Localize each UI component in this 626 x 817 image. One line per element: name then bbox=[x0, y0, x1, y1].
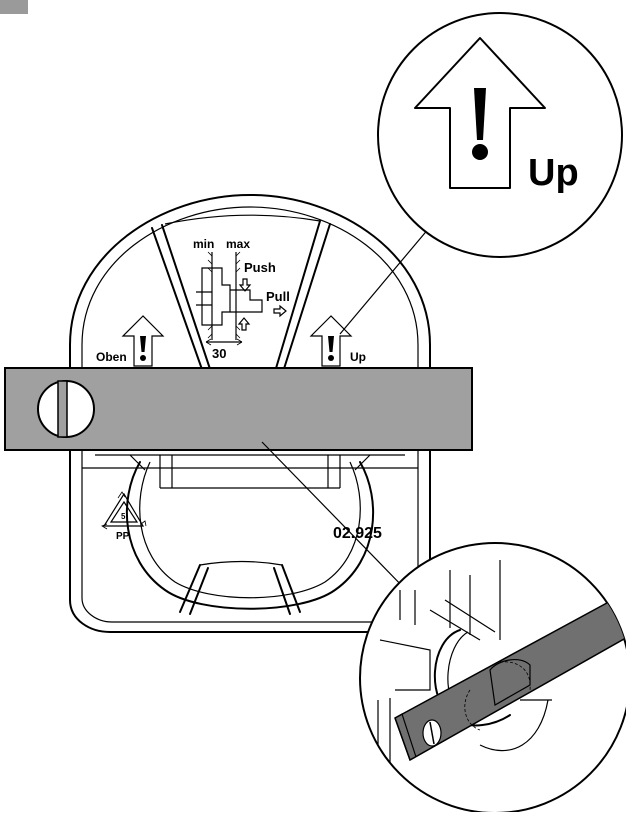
push-arrow-icon bbox=[238, 278, 252, 292]
callout-leader-top bbox=[339, 214, 441, 335]
callout-leader-bottom bbox=[261, 441, 409, 593]
callout-exclamation-icon bbox=[472, 144, 488, 160]
recycle-code: 5 bbox=[121, 512, 126, 521]
hub-outer bbox=[125, 461, 375, 610]
level-bar bbox=[4, 367, 473, 451]
callout-arrow-icon bbox=[414, 37, 546, 189]
pull-label: Pull bbox=[266, 289, 290, 304]
recycle-material: PP bbox=[116, 531, 130, 542]
return-arrow-icon bbox=[237, 317, 251, 331]
left-up-arrow: Oben bbox=[96, 315, 165, 367]
callout-label: Up bbox=[528, 152, 579, 194]
right-arrow-icon bbox=[309, 315, 353, 367]
recycle-icon bbox=[102, 492, 145, 527]
push-pull-gauge: min max Push Pull 30 bbox=[193, 237, 290, 361]
level-bubble-marker bbox=[57, 380, 68, 438]
pin-profile bbox=[201, 267, 231, 326]
max-label: max bbox=[226, 237, 250, 251]
left-arrow-icon bbox=[121, 315, 165, 367]
left-exclamation-icon bbox=[140, 355, 146, 361]
plate-lower-structure bbox=[82, 454, 418, 615]
zoom-detail bbox=[359, 542, 626, 814]
recycling-symbol: 5 PP bbox=[101, 491, 147, 542]
right-exclamation-icon bbox=[328, 355, 334, 361]
up-callout: Up bbox=[377, 12, 623, 258]
pull-arrow-icon bbox=[273, 304, 287, 318]
size-label: 30 bbox=[212, 346, 226, 361]
spirit-level bbox=[4, 367, 473, 451]
min-label: min bbox=[193, 237, 214, 251]
callout-circle bbox=[377, 12, 623, 258]
lever-recess bbox=[151, 214, 331, 376]
part-number: 02.925 bbox=[333, 525, 382, 542]
plate-inner-outline bbox=[81, 206, 419, 623]
right-up-arrow: Up bbox=[309, 315, 366, 367]
corner-tab bbox=[0, 0, 28, 14]
left-arrow-label: Oben bbox=[96, 350, 127, 364]
plate-outline bbox=[69, 194, 431, 633]
push-label: Push bbox=[244, 260, 276, 275]
mounting-plate: min max Push Pull 30 Oben bbox=[69, 194, 431, 633]
right-arrow-label: Up bbox=[350, 350, 366, 364]
